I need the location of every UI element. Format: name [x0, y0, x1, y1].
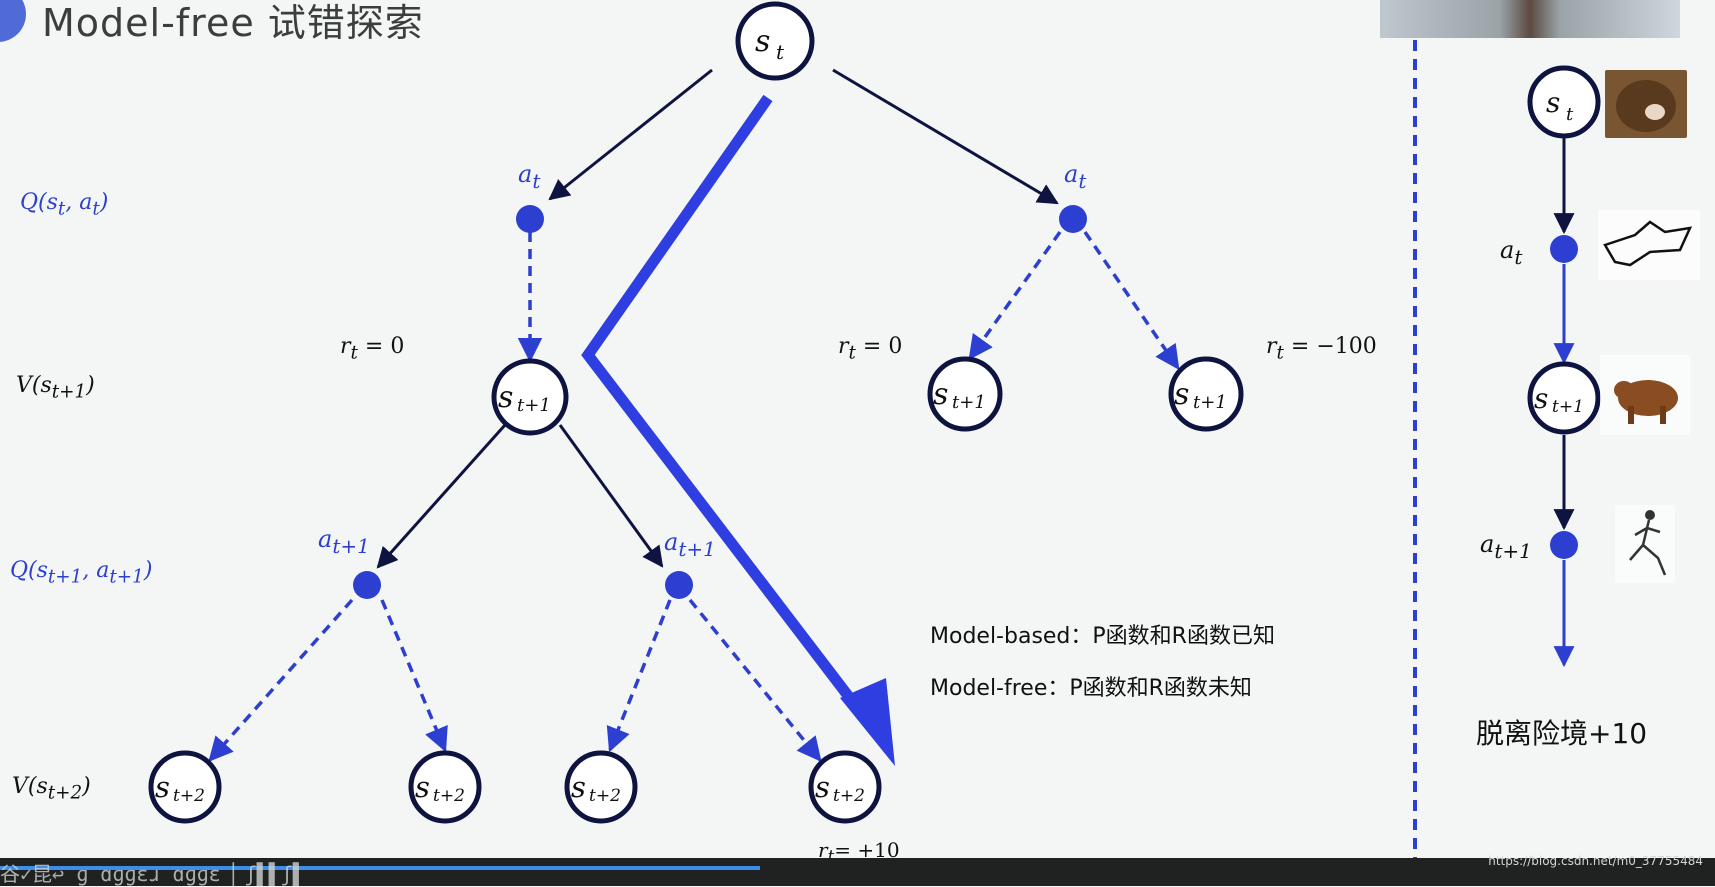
escape-label: 脱离险境+10: [1476, 712, 1647, 752]
edge-a1-to-st2-1: [210, 600, 352, 760]
edge-st1-to-left-action: [378, 425, 505, 567]
svg-text:s: s: [415, 770, 430, 804]
state-node-st: s t: [738, 4, 812, 78]
action-label-a1-left: at+1: [318, 525, 370, 558]
svg-text:t+2: t+2: [433, 786, 465, 806]
running-pose-image: [1598, 210, 1700, 280]
note-model-free: Model-free：P函数和R函数未知: [930, 670, 1252, 702]
q-st1-at1-label: Q(st+1, at+1): [10, 558, 152, 587]
svg-text:s: s: [1546, 86, 1560, 119]
svg-text:t+1: t+1: [517, 395, 551, 416]
svg-text:s: s: [155, 770, 170, 804]
edge-right-action-to-left-st1: [970, 232, 1060, 358]
right-state-node-st1: s t+1: [1530, 364, 1598, 432]
watermark: https://blog.csdn.net/m0_37755484: [1488, 854, 1703, 868]
action-node-right: [1059, 205, 1087, 233]
svg-text:s: s: [498, 380, 513, 415]
action-node-a1-left: [353, 571, 381, 599]
svg-text:t: t: [776, 40, 785, 64]
state-node-st1-right: s t+1: [1171, 359, 1241, 429]
subtitle-overlay: 谷✓昆↩ ɡ ɑɡɡɛɹ ɑɡɡɛ ▏ʃ▌▌ʃ▌: [0, 858, 305, 887]
right-action-label-at1: at+1: [1480, 530, 1532, 563]
reward-middle: rt = 0: [838, 334, 902, 363]
edge-a2-to-st2-3: [610, 600, 670, 750]
right-state-node-st: s t: [1530, 68, 1598, 136]
v-st1-label: V(st+1): [16, 373, 95, 402]
svg-text:t: t: [1566, 104, 1574, 125]
svg-text:s: s: [571, 770, 586, 804]
svg-text:t+1: t+1: [1552, 397, 1584, 417]
svg-text:t+1: t+1: [1193, 392, 1227, 413]
state-node-st2-3: s t+2: [567, 753, 635, 821]
state-node-st2-1: s t+2: [151, 753, 219, 821]
edge-a1-to-st2-2: [382, 600, 445, 750]
right-action-node-at1: [1550, 531, 1578, 559]
svg-text:s: s: [815, 770, 830, 804]
action-node-left: [516, 205, 544, 233]
edge-right-action-to-right-st1: [1085, 232, 1178, 368]
running-figure-image: [1615, 505, 1675, 583]
svg-text:t+2: t+2: [833, 786, 865, 806]
reward-right: rt = −100: [1266, 334, 1377, 363]
svg-text:t+1: t+1: [952, 392, 986, 413]
edge-st1-to-right-action: [560, 425, 662, 566]
svg-text:s: s: [933, 377, 948, 412]
state-node-st2-2: s t+2: [411, 753, 479, 821]
note-model-based: Model-based：P函数和R函数已知: [930, 618, 1275, 650]
action-label-left: at: [518, 160, 540, 193]
state-node-st2-4: s t+2: [811, 753, 879, 821]
svg-text:t+2: t+2: [173, 786, 205, 806]
edge-st-to-right-action: [833, 70, 1057, 203]
svg-text:s: s: [1174, 377, 1189, 412]
trajectory-arrow: [588, 98, 878, 735]
roaring-bear-image: [1605, 70, 1687, 138]
state-node-st1-middle: s t+1: [930, 359, 1000, 429]
action-label-a1-right: at+1: [664, 528, 716, 561]
svg-text:t+2: t+2: [589, 786, 621, 806]
v-st2-label: V(st+2): [12, 774, 91, 803]
state-node-st1-left: s t+1: [494, 361, 566, 433]
svg-text:s: s: [1534, 382, 1548, 415]
right-action-node-at: [1550, 235, 1578, 263]
reward-left: rt = 0: [340, 334, 404, 363]
right-action-label-at: at: [1500, 236, 1522, 269]
action-label-right: at: [1064, 160, 1086, 193]
svg-text:s: s: [755, 24, 770, 59]
edge-st-to-left-action: [550, 70, 712, 199]
q-st-at-label: Q(st, at): [20, 190, 108, 219]
walking-bear-image: [1600, 355, 1690, 435]
edge-a2-to-st2-4: [690, 600, 820, 760]
action-node-a1-right: [665, 571, 693, 599]
